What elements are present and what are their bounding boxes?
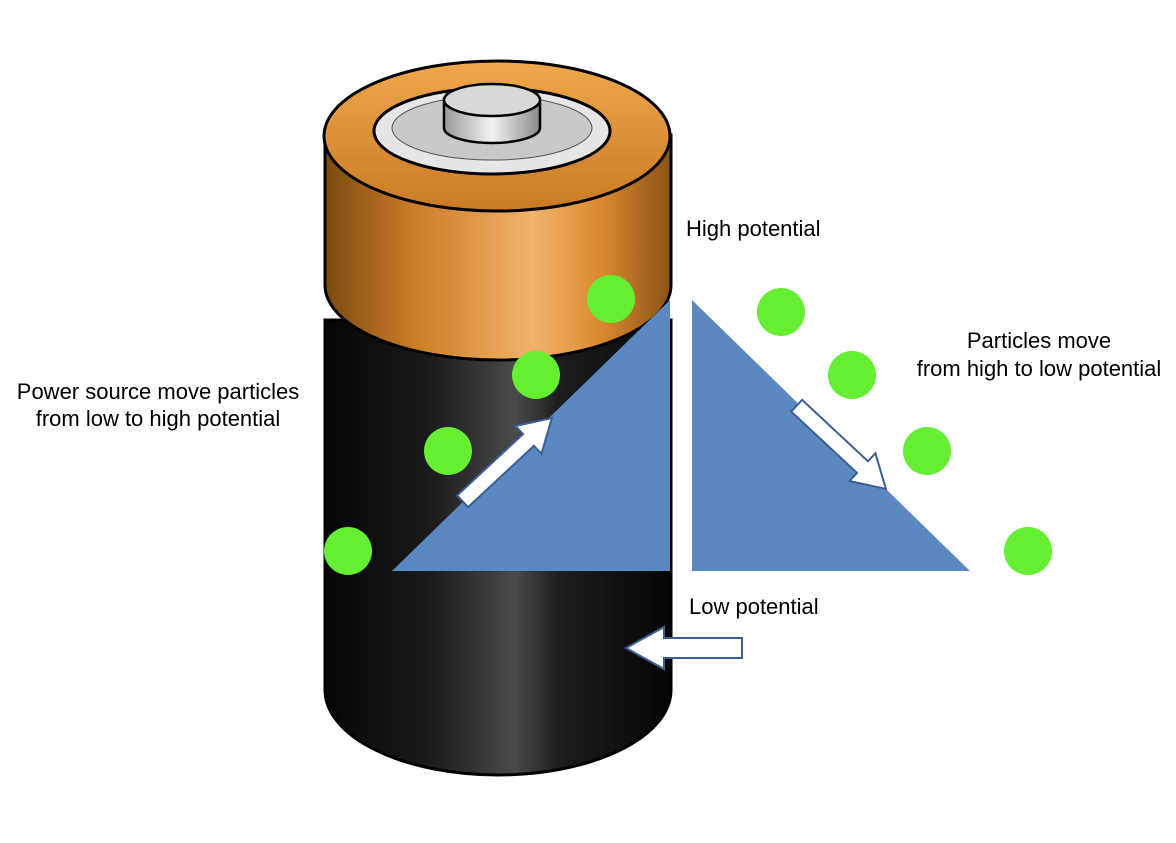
particle <box>903 427 951 475</box>
particles-left <box>324 275 635 575</box>
particle <box>757 288 805 336</box>
battery-terminal-cap <box>442 82 542 118</box>
particle <box>587 275 635 323</box>
arrow-left <box>623 625 743 671</box>
particles-right <box>757 288 1052 575</box>
particle <box>828 351 876 399</box>
particles-move-label-line2: from high to low potential <box>917 356 1162 381</box>
particle <box>512 351 560 399</box>
power-source-label-line2: from low to high potential <box>36 406 281 431</box>
particle <box>324 527 372 575</box>
arrow-down-right <box>789 398 888 491</box>
power-source-label-line1: Power source move particles <box>17 379 299 404</box>
particle <box>1004 527 1052 575</box>
low-potential-label: Low potential <box>689 594 819 619</box>
particle <box>424 427 472 475</box>
arrow-up-right <box>455 416 554 509</box>
particles-move-label-line1: Particles move <box>967 328 1111 353</box>
high-potential-label: High potential <box>686 216 821 241</box>
